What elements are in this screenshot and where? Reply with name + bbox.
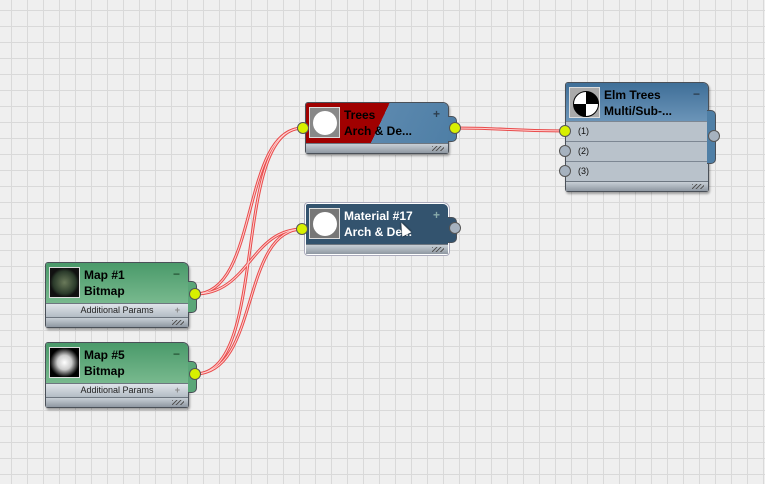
node-elm-trees[interactable]: Elm Trees Multi/Sub-... − (1) (2) (3) bbox=[565, 82, 709, 192]
slot-label: (3) bbox=[578, 166, 589, 176]
node-footer-resize[interactable] bbox=[306, 244, 448, 254]
wire-map5-trees bbox=[194, 126, 304, 376]
expand-button[interactable]: + bbox=[432, 107, 440, 121]
node-subtitle: Bitmap bbox=[84, 364, 125, 378]
node-title: Trees bbox=[344, 108, 376, 122]
expand-button[interactable]: + bbox=[432, 208, 440, 222]
wire-map1-trees bbox=[194, 126, 304, 296]
bitmap-thumbnail bbox=[49, 267, 80, 298]
collapse-button[interactable]: − bbox=[172, 347, 180, 361]
bitmap-thumbnail bbox=[49, 347, 80, 378]
slot-label: (1) bbox=[578, 126, 589, 136]
node-footer-resize[interactable] bbox=[306, 143, 448, 153]
node-trees[interactable]: Trees Arch & De... + bbox=[305, 102, 449, 154]
material-preview-thumbnail bbox=[309, 208, 340, 239]
expand-rollout-icon[interactable]: + bbox=[174, 385, 180, 395]
input-socket-2[interactable] bbox=[559, 145, 571, 157]
node-footer-resize[interactable] bbox=[46, 317, 188, 327]
node-title: Map #5 bbox=[84, 348, 125, 362]
node-subtitle: Bitmap bbox=[84, 284, 125, 298]
slot-row[interactable]: (2) bbox=[566, 142, 708, 162]
additional-params-rollout[interactable]: Additional Params + bbox=[46, 303, 188, 317]
rollout-label: Additional Params bbox=[80, 385, 154, 395]
collapse-button[interactable]: − bbox=[172, 267, 180, 281]
input-socket[interactable] bbox=[296, 223, 308, 235]
slot-row[interactable]: (1) bbox=[566, 121, 708, 142]
node-subtitle: Multi/Sub-... bbox=[604, 104, 672, 118]
node-material17[interactable]: Material #17 Arch & De... + bbox=[305, 203, 449, 255]
input-socket-1[interactable] bbox=[559, 125, 571, 137]
node-subtitle: Arch & De... bbox=[344, 225, 413, 239]
input-socket[interactable] bbox=[297, 122, 309, 134]
output-socket[interactable] bbox=[449, 122, 461, 134]
collapse-button[interactable]: − bbox=[692, 87, 700, 101]
node-footer-resize[interactable] bbox=[566, 181, 708, 191]
expand-rollout-icon[interactable]: + bbox=[174, 305, 180, 315]
node-title: Material #17 bbox=[344, 209, 413, 223]
material-preview-thumbnail bbox=[569, 87, 600, 118]
node-footer-resize[interactable] bbox=[46, 397, 188, 407]
rollout-label: Additional Params bbox=[80, 305, 154, 315]
output-socket[interactable] bbox=[449, 222, 461, 234]
slot-label: (2) bbox=[578, 146, 589, 156]
node-map5[interactable]: Map #5 Bitmap − Additional Params + bbox=[45, 342, 189, 408]
output-socket[interactable] bbox=[708, 130, 720, 142]
node-title: Map #1 bbox=[84, 268, 125, 282]
node-title: Elm Trees bbox=[604, 88, 661, 102]
output-socket[interactable] bbox=[189, 288, 201, 300]
additional-params-rollout[interactable]: Additional Params + bbox=[46, 383, 188, 397]
node-map1[interactable]: Map #1 Bitmap − Additional Params + bbox=[45, 262, 189, 328]
slot-row[interactable]: (3) bbox=[566, 162, 708, 181]
node-subtitle: Arch & De... bbox=[344, 124, 413, 138]
material-preview-thumbnail bbox=[309, 107, 340, 138]
output-socket[interactable] bbox=[189, 368, 201, 380]
input-socket-3[interactable] bbox=[559, 165, 571, 177]
